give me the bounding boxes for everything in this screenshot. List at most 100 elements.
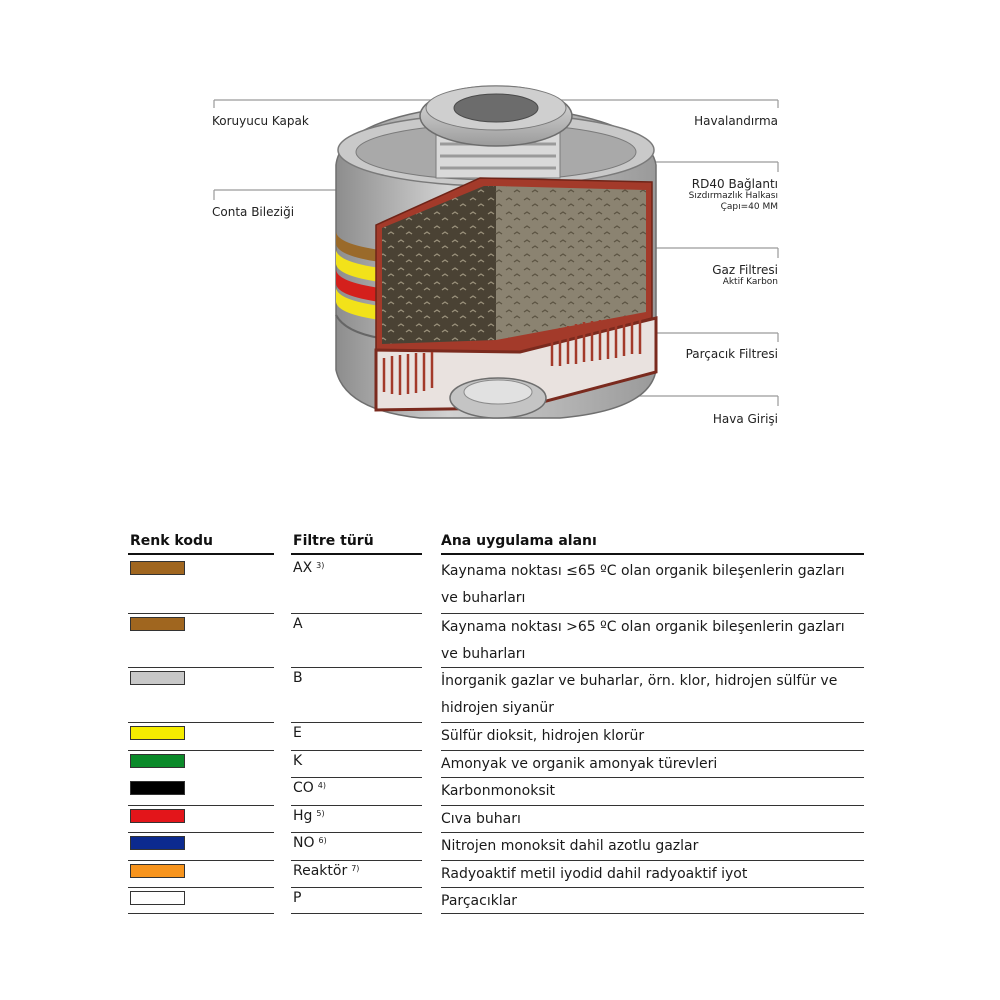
row-rule-application [441, 777, 864, 778]
row-rule-application [441, 613, 864, 614]
application-cell: Parçacıklar [441, 888, 866, 915]
row-rule-color [128, 887, 274, 888]
color-swatch [130, 671, 185, 685]
application-cell: Amonyak ve organik amonyak türevleri [441, 751, 866, 778]
row-rule-color [128, 722, 274, 723]
application-cell: Radyoaktif metil iyodid dahil radyoaktif… [441, 861, 866, 888]
application-text-line-2: ve buharları [441, 646, 526, 662]
filter-type-code: CO [293, 780, 314, 796]
filter-type-code: Reaktör [293, 863, 348, 879]
row-rule-type [291, 722, 422, 723]
application-text-line-2: hidrojen siyanür [441, 700, 555, 716]
color-swatch [130, 781, 185, 795]
application-text-line-1: İnorganik gazlar ve buharlar, örn. klor,… [441, 673, 838, 689]
header-rule-color [128, 553, 274, 555]
table-row: P Parçacıklar [128, 888, 864, 914]
footnote-ref: 3) [316, 561, 325, 570]
row-rule-color [128, 913, 274, 914]
application-text-line-1: Sülfür dioksit, hidrojen klorür [441, 728, 645, 744]
label-vent: Havalandırma [694, 114, 778, 128]
callout-lines-right [545, 99, 779, 406]
gas-filter-sub: Aktif Karbon [722, 277, 778, 287]
header-filter-type: Filtre türü [293, 533, 374, 549]
filter-canister-illustration [213, 85, 779, 419]
color-swatch [130, 754, 185, 768]
filter-type-cell: A [293, 614, 303, 634]
label-seal-ring: Conta Bileziği [212, 205, 295, 219]
row-rule-type [291, 913, 422, 914]
row-rule-application [441, 805, 864, 806]
filter-type-cell: E [293, 723, 302, 743]
row-rule-type [291, 832, 422, 833]
row-rule-color [128, 832, 274, 833]
row-rule-type [291, 887, 422, 888]
row-rule-type [291, 667, 422, 668]
table-row: B İnorganik gazlar ve buharlar, örn. klor… [128, 668, 864, 723]
color-swatch [130, 561, 185, 575]
application-text-line-2: ve buharları [441, 590, 526, 606]
row-rule-application [441, 913, 864, 914]
rd40-sub-diameter: Çapı=40 MM [720, 202, 778, 212]
filter-cutaway-diagram: Koruyucu Kapak Conta Bileziği Havalandır… [0, 0, 1000, 460]
application-cell: Karbonmonoksit [441, 778, 866, 805]
filter-type-code: AX [293, 560, 313, 576]
label-air-inlet: Hava Girişi [712, 412, 778, 426]
application-cell: Kaynama noktası >65 ºC olan organik bile… [441, 614, 866, 668]
footnote-ref: 5) [316, 809, 325, 818]
color-swatch [130, 617, 185, 631]
rd40-sub-seal: Sızdırmazlık Halkası [688, 191, 778, 201]
row-rule-application [441, 860, 864, 861]
header-application: Ana uygulama alanı [441, 533, 597, 549]
application-text-line-1: Kaynama noktası ≤65 ºC olan organik bile… [441, 563, 845, 579]
filter-type-code: A [293, 616, 303, 632]
application-cell: Kaynama noktası ≤65 ºC olan organik bile… [441, 558, 866, 612]
application-cell: İnorganik gazlar ve buharlar, örn. klor,… [441, 668, 866, 722]
row-rule-color [128, 613, 274, 614]
filter-type-code: E [293, 725, 302, 741]
application-text-line-1: Amonyak ve organik amonyak türevleri [441, 756, 718, 772]
application-text-line-1: Radyoaktif metil iyodid dahil radyoaktif… [441, 866, 748, 882]
filter-type-code: B [293, 670, 303, 686]
row-rule-application [441, 750, 864, 751]
gas-filter-title: Gaz Filtresi [712, 263, 778, 277]
header-rule-application [441, 553, 864, 555]
filter-type-cell: K [293, 751, 302, 771]
application-text-line-1: Karbonmonoksit [441, 783, 556, 799]
row-rule-type [291, 860, 422, 861]
row-rule-color [128, 860, 274, 861]
color-swatch [130, 726, 185, 740]
filter-type-code: K [293, 753, 303, 769]
footnote-ref: 4) [317, 781, 327, 790]
application-text-line-1: Nitrojen monoksit dahil azotlu gazlar [441, 838, 699, 854]
color-swatch [130, 891, 185, 905]
row-rule-type [291, 777, 422, 778]
cutaway-section [374, 177, 658, 419]
color-swatch [130, 809, 185, 823]
application-text-line-1: Cıva buharı [441, 811, 521, 827]
label-gas-filter: Gaz Filtresi Aktif Karbon [712, 263, 778, 288]
row-rule-application [441, 832, 864, 833]
table-row: A Kaynama noktası >65 ºC olan organik bil… [128, 614, 864, 668]
filter-type-code: P [293, 890, 302, 906]
row-rule-color [128, 750, 274, 751]
application-text-line-1: Parçacıklar [441, 893, 518, 909]
filter-type-code: Hg [293, 808, 313, 824]
table-row: E Sülfür dioksit, hidrojen klorür [128, 723, 864, 751]
callout-lines-left [213, 99, 440, 200]
application-text-line-1: Kaynama noktası >65 ºC olan organik bile… [441, 619, 845, 635]
rd40-title: RD40 Bağlantı [691, 177, 778, 191]
label-protective-cap: Koruyucu Kapak [212, 114, 309, 128]
label-rd40-connection: RD40 Bağlantı Sızdırmazlık Halkası Çapı=… [689, 177, 778, 213]
row-rule-color [128, 805, 274, 806]
row-rule-type [291, 613, 422, 614]
